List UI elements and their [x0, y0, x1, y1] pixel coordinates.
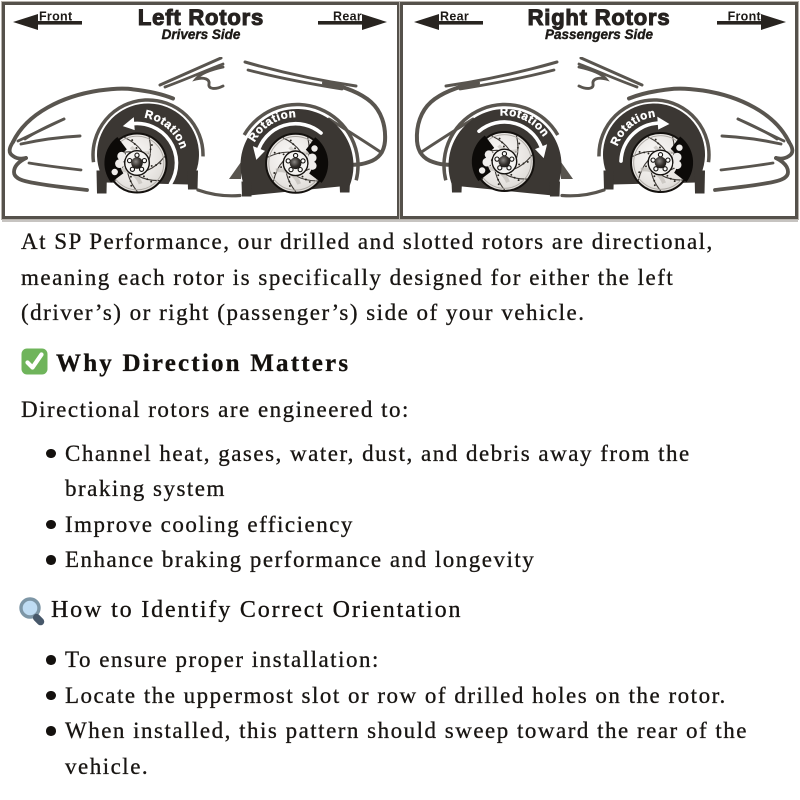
svg-text:Front: Front — [728, 9, 762, 23]
svg-text:Rear: Rear — [440, 9, 469, 23]
svg-text:Front: Front — [39, 9, 73, 23]
svg-text:Rear: Rear — [333, 9, 362, 23]
